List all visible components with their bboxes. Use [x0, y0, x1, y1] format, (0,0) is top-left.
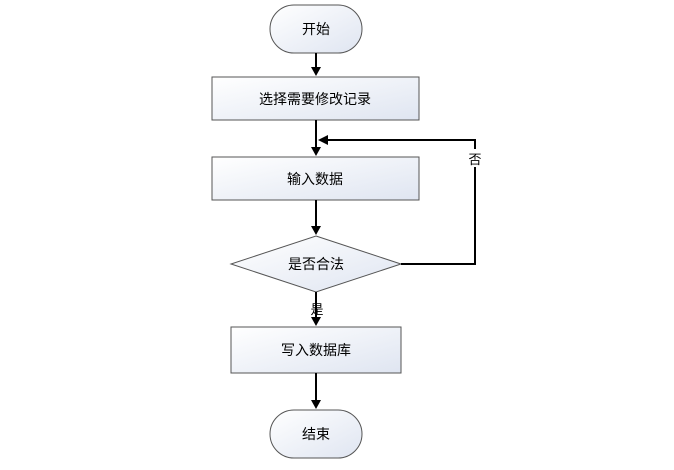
write-db-label: 写入数据库 — [281, 343, 351, 359]
start-label: 开始 — [302, 22, 330, 38]
end-node: 结束 — [269, 409, 363, 459]
edge-write-to-end — [311, 373, 321, 409]
decision-label: 是否合法 — [288, 257, 344, 273]
no-label: 否 — [468, 153, 481, 168]
edge-decision-no-loop — [318, 135, 476, 265]
process-write-db: 写入数据库 — [230, 326, 402, 374]
edge-select-to-input — [311, 120, 321, 156]
start-node: 开始 — [269, 4, 363, 54]
process-input-data: 输入数据 — [211, 156, 420, 201]
end-label: 结束 — [302, 427, 330, 443]
input-data-label: 输入数据 — [287, 172, 343, 188]
decision-is-valid: 是否合法 — [229, 235, 403, 293]
select-record-label: 选择需要修改记录 — [259, 92, 371, 108]
edge-input-to-decision — [311, 200, 321, 235]
edge-decision-yes — [311, 292, 321, 326]
no-label-bg — [466, 149, 484, 167]
process-select-record: 选择需要修改记录 — [211, 76, 420, 121]
yes-label: 是 — [310, 303, 323, 318]
edge-start-to-select — [311, 53, 321, 76]
